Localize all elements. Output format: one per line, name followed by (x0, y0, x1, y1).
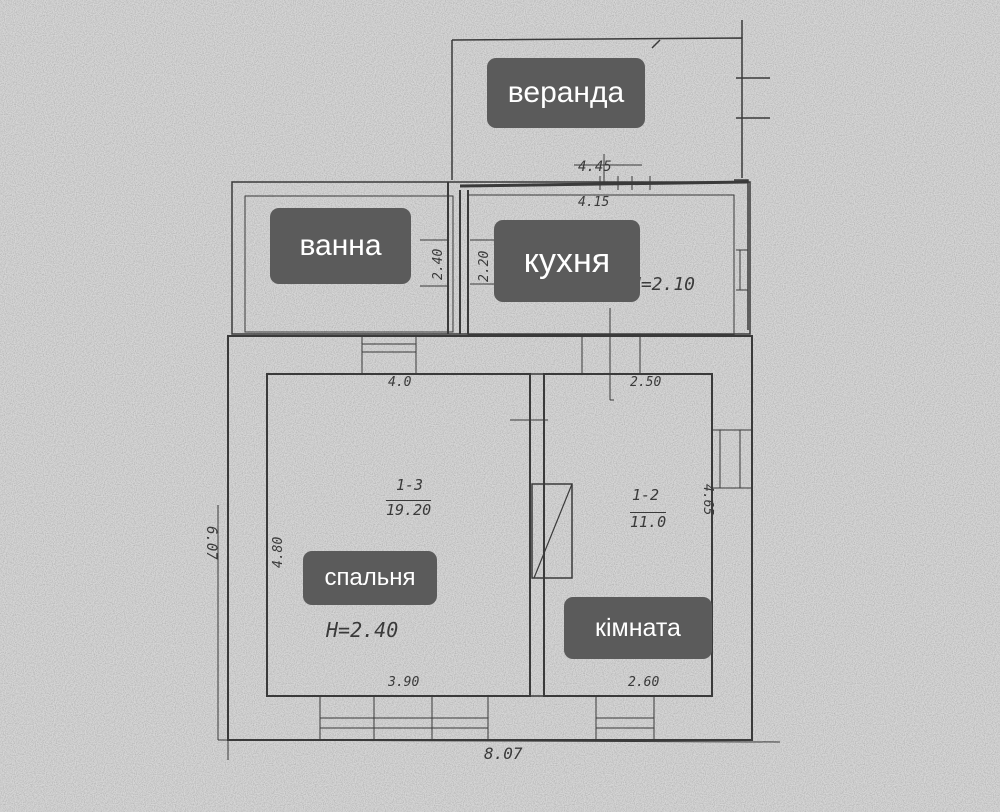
room-label-veranda: веранда (487, 58, 645, 128)
bedroom-code: 1-3 (396, 476, 424, 494)
room-label-bedroom: спальня (303, 551, 437, 605)
room-area: 11.0 (630, 512, 667, 531)
main-house-outline (217, 335, 781, 760)
room-label-bath: ванна (270, 208, 411, 284)
bedroom-area: 19.20 (386, 500, 432, 519)
room-top-dim: 2.50 (630, 375, 662, 390)
room-label-room: кімната (564, 597, 712, 659)
room-side-dim: 4.65 (700, 484, 715, 516)
bedroom-top-dim: 4.0 (388, 375, 412, 390)
room-code: 1-2 (632, 486, 660, 504)
bath-dim-b: 2.20 (477, 250, 492, 282)
room-bottom-dim: 2.60 (628, 675, 660, 690)
veranda-outline (451, 20, 770, 180)
annex-outline (231, 154, 751, 400)
bedroom-side-dim: 4.80 (271, 536, 286, 568)
bedroom-bottom-dim: 3.90 (388, 675, 420, 690)
veranda-width-dim: 4.45 (578, 159, 612, 175)
kitchen-width-dim: 4.15 (578, 195, 610, 210)
room-label-kitchen: кухня (494, 220, 640, 302)
bath-dim-a: 2.40 (431, 248, 446, 280)
total-width-dim: 8.07 (484, 744, 523, 763)
kitchen-height-dim: H=2.10 (630, 274, 696, 295)
bedroom-height-dim: H=2.40 (326, 618, 399, 642)
outer-side-dim: 6.07 (203, 526, 219, 560)
